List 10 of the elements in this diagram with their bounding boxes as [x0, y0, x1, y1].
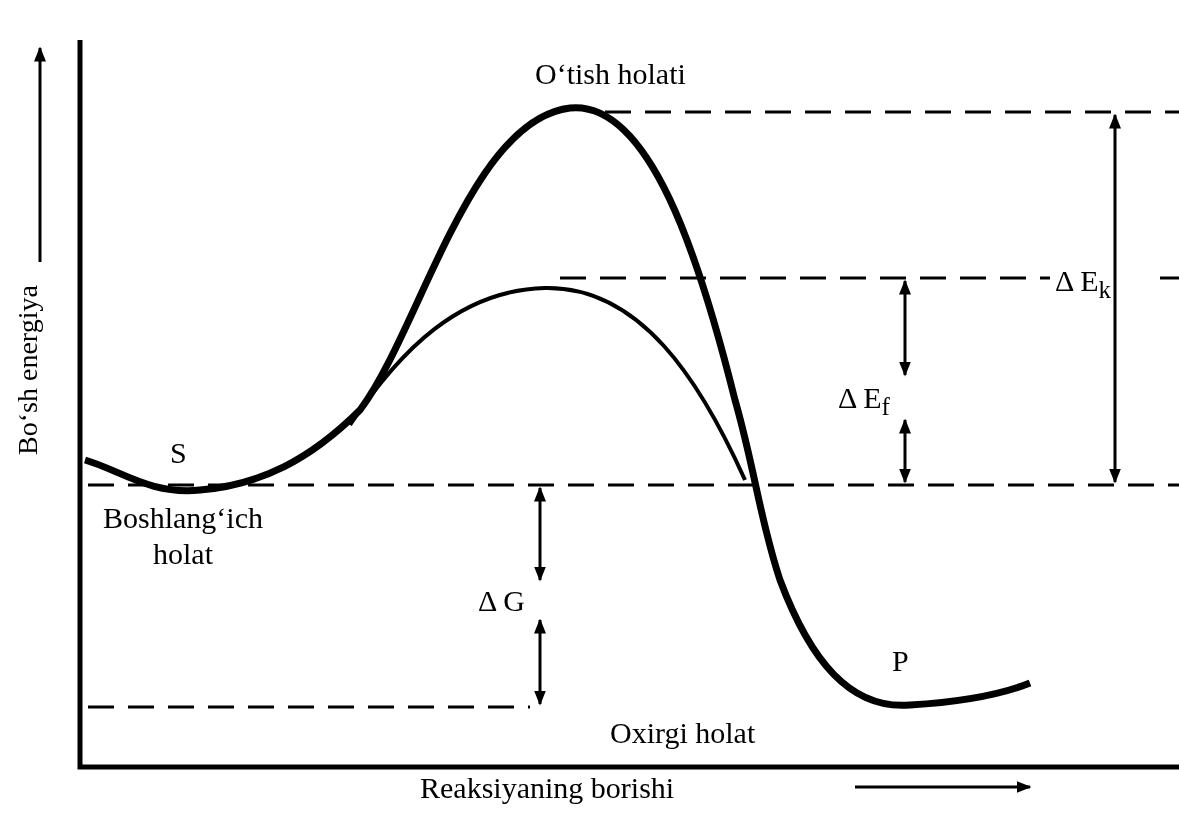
energy-label: Δ E$_{k}$: [1055, 263, 1111, 305]
axis-title: Reaksiyaning borishi: [420, 770, 675, 806]
state-label: P: [892, 643, 909, 679]
energy-label: Δ G: [478, 583, 525, 619]
axis-title: Bo‘sh energiya: [11, 285, 44, 455]
energy-label: Δ E$_{f}$: [838, 380, 890, 422]
state-label: Boshlang‘ich holat: [102, 500, 264, 572]
state-label: Oxirgi holat: [610, 715, 756, 751]
state-label: O‘tish holati: [535, 56, 686, 92]
state-label: S: [170, 435, 187, 471]
